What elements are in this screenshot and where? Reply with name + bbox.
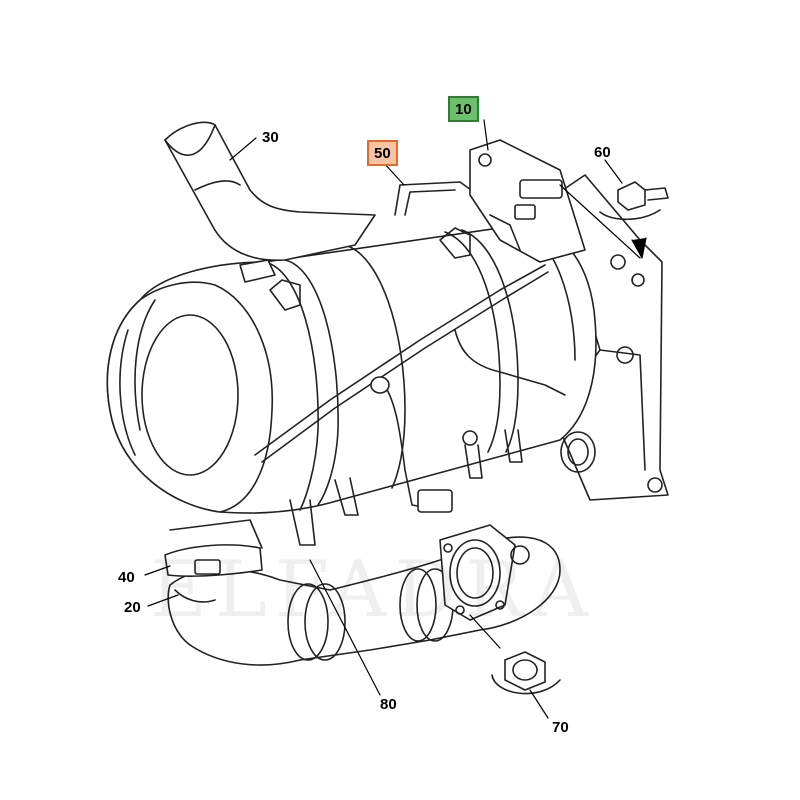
sensor-module xyxy=(469,139,586,263)
v-band-clamp xyxy=(164,519,263,577)
callout-80[interactable]: 80 xyxy=(380,696,397,713)
callout-50[interactable]: 50 xyxy=(367,140,398,166)
leader-lines xyxy=(144,119,647,719)
callout-60[interactable]: 60 xyxy=(594,144,611,161)
bolt-60 xyxy=(599,181,669,221)
callout-10[interactable]: 10 xyxy=(448,96,479,122)
callout-70[interactable]: 70 xyxy=(552,719,569,736)
callout-30[interactable]: 30 xyxy=(262,129,279,146)
callout-20[interactable]: 20 xyxy=(124,599,141,616)
callout-40[interactable]: 40 xyxy=(118,569,135,586)
wiring-connector xyxy=(417,489,453,513)
inlet-elbow-pipe xyxy=(164,121,376,261)
nut-70 xyxy=(491,651,561,695)
sensor-tubes xyxy=(239,181,566,511)
outlet-flange xyxy=(439,524,530,621)
